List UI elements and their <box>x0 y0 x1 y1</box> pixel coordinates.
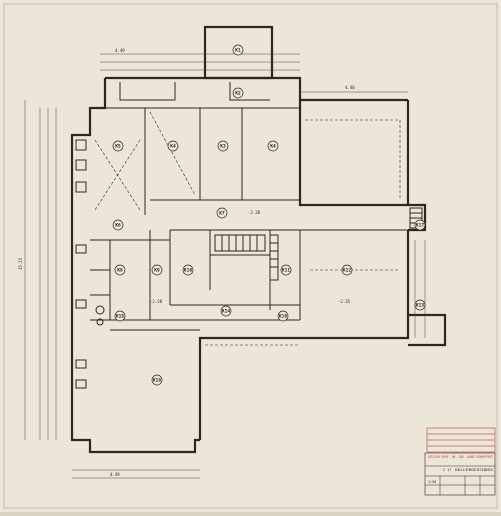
room-k2: K2 <box>235 91 241 97</box>
room-k10: K10 <box>184 268 192 274</box>
left-fixtures <box>75 139 105 389</box>
approval-stamp <box>426 427 496 453</box>
room-k15: K15 <box>116 314 124 320</box>
k5-diagonals <box>94 139 141 211</box>
sheet-border <box>3 3 498 509</box>
room-k5: K5 <box>115 144 121 150</box>
room-k18: K18 <box>153 378 161 384</box>
overhead-dashed <box>205 119 401 346</box>
room-k3: K3 <box>220 144 226 150</box>
room-k11: K11 <box>282 268 290 274</box>
room-k8: K8 <box>117 268 123 274</box>
level-c: -2.35 <box>338 299 351 304</box>
room-k6: K6 <box>115 223 121 229</box>
room-k14: K14 <box>222 309 230 315</box>
room-k9: K9 <box>154 268 160 274</box>
level-a: -2.38 <box>248 210 261 215</box>
dim-bottom-overall: 4.49 <box>110 472 120 477</box>
room-markers: K1 K2 K3 K4 K4 K5 K6 K7 K8 K9 K10 K11 K1… <box>112 44 426 386</box>
room-k17: K17 <box>416 223 424 229</box>
room-k13: K13 <box>416 303 424 309</box>
k4-diagonal <box>149 111 196 196</box>
room-k7: K7 <box>219 211 225 217</box>
dim-top-overall: 4.49 <box>115 48 125 53</box>
level-b: -2.58 <box>150 299 163 304</box>
drawing-number: C 17 <box>443 468 451 472</box>
title-block <box>424 452 496 496</box>
dim-right-top: 4.40 <box>345 85 355 90</box>
interior-walls <box>90 82 408 331</box>
stairs <box>214 207 423 281</box>
room-k16: K16 <box>279 314 287 320</box>
drawing-scale: 1:50 <box>428 480 436 484</box>
dim-left-total: 15.15 <box>18 257 23 270</box>
outer-walls <box>70 25 447 454</box>
room-k12: K12 <box>343 268 351 274</box>
office-name: ATELIER PROF. DR. ING. HANS SCHWIPPERT <box>428 455 493 459</box>
dimension-lines <box>24 53 426 479</box>
room-k4-right: K4 <box>270 144 276 150</box>
room-k4-left: K4 <box>170 144 176 150</box>
drawing-title: KELLERGESCHOSS <box>455 468 493 472</box>
room-k1: K1 <box>235 48 241 54</box>
